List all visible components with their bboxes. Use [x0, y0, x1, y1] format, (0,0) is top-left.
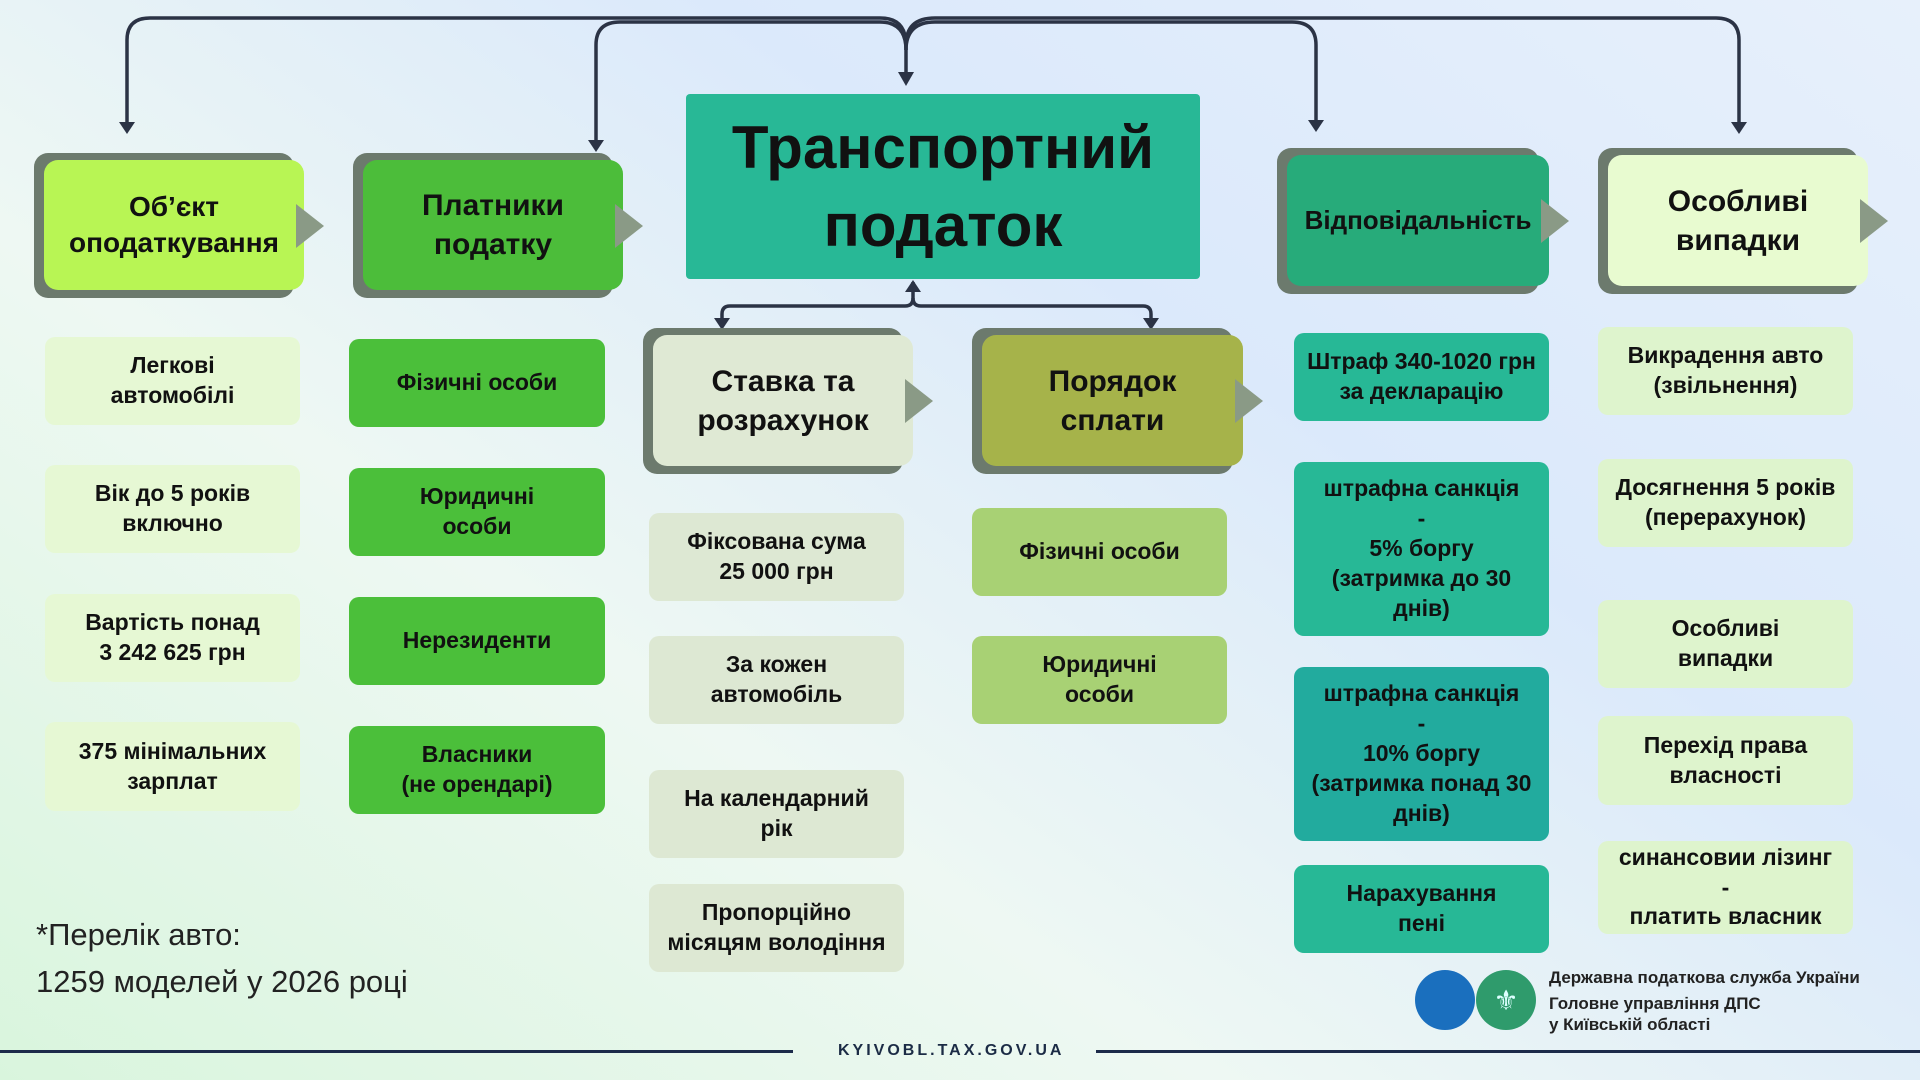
list-item: Фізичні особи [349, 339, 605, 427]
chevron-right-icon [1235, 379, 1263, 423]
list-item: 375 мінімальних зарплат [45, 722, 300, 811]
list-item: штрафна санкція - 5% боргу (затримка до … [1294, 462, 1549, 636]
list-item: синансовии лізинг - платить власник [1598, 841, 1853, 934]
list-item: Перехід права власності [1598, 716, 1853, 805]
list-item: На календарний рік [649, 770, 904, 858]
chevron-right-icon [1860, 199, 1888, 243]
dps-logo-blue-circle [1415, 970, 1475, 1030]
category-header-0: Об’єкт оподаткування [44, 160, 304, 290]
chevron-right-icon [1541, 199, 1569, 243]
list-item: Юридичні особи [349, 468, 605, 556]
category-header-4: Відповідальність [1287, 155, 1549, 286]
chevron-right-icon [296, 203, 324, 248]
footer-divider-right [1096, 1050, 1920, 1053]
list-item: Юридичні особи [972, 636, 1227, 724]
list-item: Вартість понад 3 242 625 грн [45, 594, 300, 682]
list-item: Нарахування пені [1294, 865, 1549, 953]
chevron-right-icon [615, 203, 643, 248]
category-header-1: Платники податку [363, 160, 623, 290]
list-item: Особливі випадки [1598, 600, 1853, 688]
list-item: Фіксована сума 25 000 грн [649, 513, 904, 601]
list-item: Викрадення авто (звільнення) [1598, 327, 1853, 415]
list-item: Штраф 340-1020 грн за декларацію [1294, 333, 1549, 421]
chevron-right-icon [905, 379, 933, 423]
footnote: *Перелік авто: 1259 моделей у 2026 році [36, 917, 408, 999]
list-item: Досягнення 5 років (перерахунок) [1598, 459, 1853, 547]
org-department: Головне управління ДПС у Київській облас… [1549, 994, 1761, 1035]
main-title: Транспортний податок [686, 94, 1200, 279]
list-item: Легкові автомобілі [45, 337, 300, 425]
list-item: Фізичні особи [972, 508, 1227, 596]
category-header-2: Ставка та розрахунок [653, 335, 913, 466]
list-item: За кожен автомобіль [649, 636, 904, 724]
list-item: Нерезиденти [349, 597, 605, 685]
list-item: Вік до 5 років включно [45, 465, 300, 553]
list-item: штрафна санкція - 10% боргу (затримка по… [1294, 667, 1549, 841]
org-name: Державна податкова служба України [1549, 968, 1860, 987]
trident-icon: ⚜ [1476, 970, 1536, 1030]
category-header-3: Порядок сплати [982, 335, 1243, 466]
list-item: Пропорційно місяцям володіння [649, 884, 904, 972]
list-item: Власники (не орендарі) [349, 726, 605, 814]
category-header-5: Особливі випадки [1608, 155, 1868, 286]
footer-url[interactable]: KYIVOBL.TAX.GOV.UA [838, 1042, 1065, 1059]
footer-divider-left [0, 1050, 793, 1053]
